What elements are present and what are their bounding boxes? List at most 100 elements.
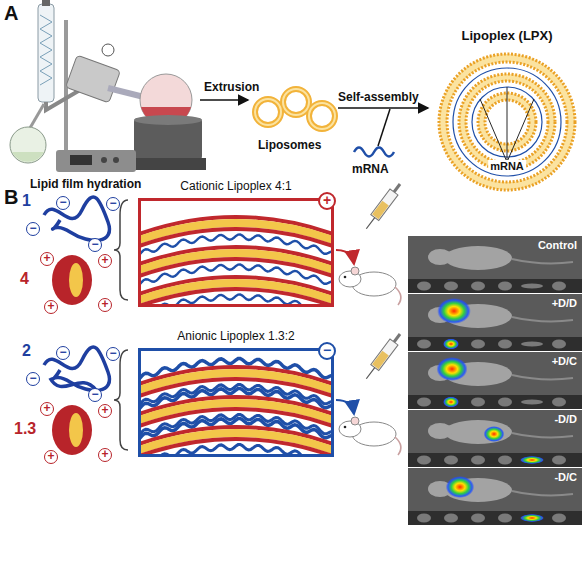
sign-text: − [89, 389, 101, 401]
charge-sign: + [98, 448, 112, 462]
badge-text: + [320, 194, 334, 208]
lipid-heads [466, 81, 548, 163]
liposome-disc [52, 255, 92, 305]
mouse-tail [395, 287, 401, 305]
luminescence-signal [436, 357, 467, 381]
mouse-tail [512, 433, 573, 437]
photo-background [408, 236, 582, 279]
box-title: Cationic Lipoplex 4:1 [138, 179, 334, 193]
organ [498, 514, 512, 523]
leader-line [507, 99, 534, 162]
organ [521, 284, 543, 289]
annotation-label: mRNA [352, 162, 389, 176]
lipid-heads [447, 62, 567, 182]
organ [444, 456, 458, 465]
lipid-heads [439, 54, 575, 190]
annotation-label: 1.3 [14, 420, 36, 438]
anionic-inputs [44, 347, 128, 455]
photo-background [408, 352, 582, 395]
mouse-ear [351, 417, 359, 425]
imaging-panel: Control [408, 236, 582, 293]
condenser [38, 4, 54, 102]
lipid-tails [463, 78, 552, 167]
organ [498, 340, 512, 349]
dose-arrow [336, 400, 354, 414]
device-base [56, 150, 136, 172]
dose [372, 351, 389, 369]
imaging-panel: +D/C [408, 352, 582, 409]
annotation-label: 2 [22, 342, 31, 360]
mouse-tail [512, 259, 573, 263]
motor-housing [66, 55, 121, 103]
organ-strip [408, 511, 582, 525]
condensate [12, 152, 44, 162]
organ [444, 282, 458, 291]
liposome [283, 89, 309, 115]
cationic-inputs [44, 197, 128, 305]
panel-label: -D/C [554, 471, 577, 483]
lipoplex-outline [432, 26, 582, 198]
node-heading: Lipoplex (LPX) [432, 28, 582, 43]
receiver-flask [10, 127, 46, 163]
organ-strip [408, 453, 582, 467]
charge-sign: + [44, 300, 58, 314]
charge-badge: − [318, 342, 336, 360]
imaging-panel: -D/D [408, 410, 582, 467]
charge-sign: + [98, 254, 112, 268]
liposome-core [69, 413, 83, 447]
organ [471, 282, 485, 291]
panel-letter: B [4, 186, 18, 209]
knob [101, 157, 107, 163]
organ-strip [408, 395, 582, 409]
panel-label: -D/D [554, 413, 577, 425]
organ [521, 342, 543, 347]
injection-bottom [336, 331, 404, 455]
leader-line [480, 99, 507, 162]
organ [471, 514, 485, 523]
merge-line [378, 109, 390, 146]
annotation-label: Extrusion [204, 80, 259, 94]
needle [366, 368, 374, 379]
liposome-tail [283, 89, 309, 115]
sign-text: − [107, 198, 119, 210]
charge-sign: − [56, 196, 70, 210]
barrel [371, 339, 398, 371]
bracket [114, 200, 128, 300]
organ [552, 340, 566, 349]
annotation-label: Self-assembly [338, 90, 419, 104]
organ [552, 398, 566, 407]
organ [417, 456, 431, 465]
charge-sign: − [106, 347, 120, 361]
organ [417, 340, 431, 349]
condenser-cap [42, 0, 50, 6]
liposome-group [255, 89, 335, 129]
sign-text: − [27, 223, 39, 235]
sign-text: + [99, 255, 111, 267]
mouse-eye [344, 426, 347, 429]
pressure-gauge [102, 44, 114, 56]
charge-sign: − [26, 372, 40, 386]
badge-text: − [320, 344, 334, 358]
charge-sign: + [44, 450, 58, 464]
organ-signal [443, 339, 459, 350]
mouse-eye [344, 276, 347, 279]
barrel [371, 189, 398, 221]
mouse-body [444, 420, 512, 444]
organ [417, 398, 431, 407]
annotation-label: 4 [20, 270, 29, 288]
mrna-coil [50, 378, 96, 390]
lamellar-structure [141, 351, 331, 454]
lipid-tails [141, 253, 331, 273]
needle [366, 218, 374, 229]
lipoplex-box: Cationic Lipoplex 4:1+ [138, 179, 334, 307]
knob [113, 157, 119, 163]
process-arrow [200, 99, 248, 101]
organ [444, 340, 458, 349]
organ [552, 282, 566, 291]
mouse-head [428, 423, 452, 439]
mrna-coil [44, 347, 109, 390]
liposome [309, 103, 335, 129]
lipoplex-box: Anionic Lipoplex 1.3:2− [138, 329, 334, 457]
plunger [394, 184, 400, 192]
